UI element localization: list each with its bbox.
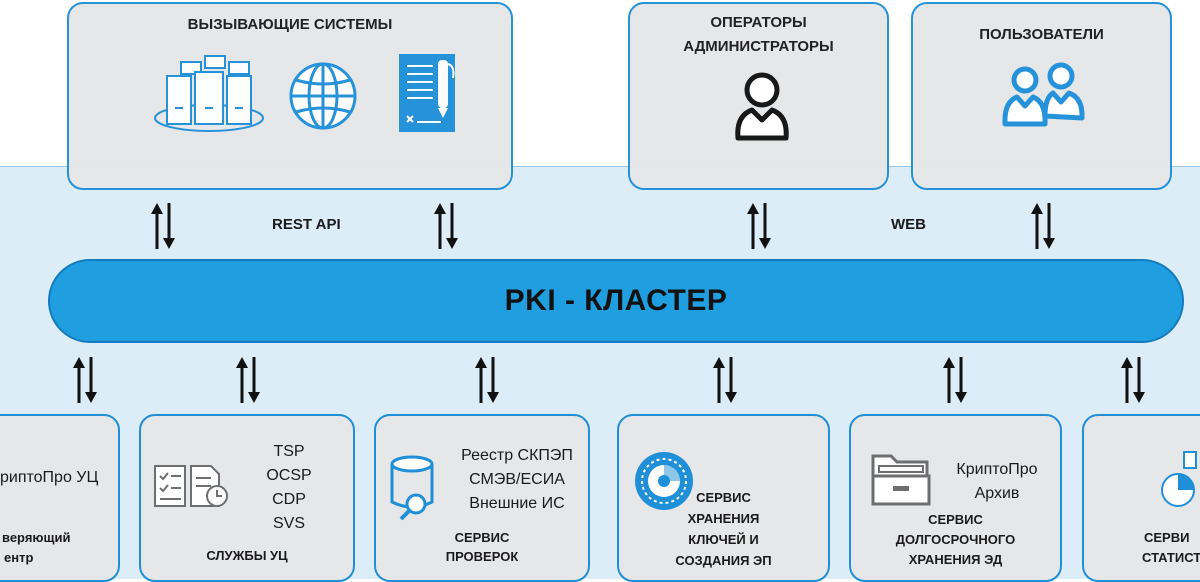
archive-folder-icon <box>871 454 931 506</box>
service-checks-name-line2: ПРОВЕРОК <box>445 549 519 564</box>
service-ca-text: риптоПро УЦ <box>0 469 99 486</box>
service-ca-name-line1: веряющий <box>2 530 71 545</box>
service-ca-services-list-3: SVS <box>272 515 305 532</box>
arrow-callers-left <box>151 203 175 249</box>
service-statistics-name-line2: СТАТИСТ <box>1142 550 1200 565</box>
service-key-storage-name-line3: КЛЮЧЕЙ И <box>688 532 759 547</box>
arrow-operators <box>747 203 771 249</box>
operators-title-line2: АДМИНИСТРАТОРЫ <box>683 38 834 55</box>
service-archive-name-line2: ДОЛГОСРОЧНОГО <box>895 532 1016 547</box>
service-checks-list-1: СМЭВ/ЕСИА <box>469 471 565 488</box>
database-search-icon <box>390 455 434 521</box>
service-archive-list-0: КриптоПро <box>956 461 1038 478</box>
service-statistics-name-line1: СЕРВИ <box>1144 530 1190 545</box>
service-ca-services-name: СЛУЖБЫ УЦ <box>206 548 288 563</box>
server-rack-icon <box>154 55 264 132</box>
service-key-storage-name-line2: ХРАНЕНИЯ <box>687 511 760 526</box>
pki-cluster-label: PKI - КЛАСТЕР <box>504 284 728 317</box>
arrow-service-3 <box>475 357 499 403</box>
users-icon <box>1002 62 1085 127</box>
service-statistics: СЕРВИ СТАТИСТ <box>1082 414 1200 582</box>
calling-systems-title: ВЫЗЫВАЮЩИЕ СИСТЕМЫ <box>187 16 393 33</box>
arrow-service-6 <box>1121 357 1145 403</box>
service-archive-list-1: Архив <box>974 485 1020 502</box>
operators-box: ОПЕРАТОРЫ АДМИНИСТРАТОРЫ <box>628 2 889 190</box>
service-ca-services-list-0: TSP <box>273 443 305 460</box>
service-checks-list-2: Внешние ИС <box>469 495 565 512</box>
arrow-service-2 <box>236 357 260 403</box>
service-archive: КриптоПро Архив СЕРВИС ДОЛГОСРОЧНОГО ХРА… <box>849 414 1062 582</box>
service-checks-name-line1: СЕРВИС <box>454 530 510 545</box>
service-archive-name-line3: ХРАНЕНИЯ ЭД <box>908 552 1003 567</box>
person-icon <box>735 72 789 141</box>
service-ca: риптоПро УЦ веряющий ентр <box>0 414 120 582</box>
arrow-callers-right <box>434 203 458 249</box>
users-box: ПОЛЬЗОВАТЕЛИ <box>911 2 1172 190</box>
service-key-storage-name-line4: СОЗДАНИЯ ЭП <box>675 553 772 568</box>
service-checks: Реестр СКПЭП СМЭВ/ЕСИА Внешние ИС СЕРВИС… <box>374 414 590 582</box>
arrow-service-1 <box>73 357 97 403</box>
rest-api-label: REST API <box>272 216 341 233</box>
service-ca-services-list-2: CDP <box>272 491 306 508</box>
calling-systems-box: ВЫЗЫВАЮЩИЕ СИСТЕМЫ <box>67 2 513 190</box>
globe-icon <box>289 62 357 130</box>
service-key-storage: СЕРВИС ХРАНЕНИЯ КЛЮЧЕЙ И СОЗДАНИЯ ЭП <box>617 414 830 582</box>
operators-title-line1: ОПЕРАТОРЫ <box>710 14 807 31</box>
vault-icon <box>635 452 693 510</box>
arrow-service-5 <box>943 357 967 403</box>
arrow-service-4 <box>713 357 737 403</box>
users-title: ПОЛЬЗОВАТЕЛИ <box>979 26 1104 43</box>
pie-chart-icon <box>1161 451 1197 507</box>
service-ca-services-list-1: OCSP <box>266 467 312 484</box>
service-archive-name-line1: СЕРВИС <box>928 512 983 527</box>
service-key-storage-name-line1: СЕРВИС <box>696 490 751 505</box>
service-ca-services: TSP OCSP CDP SVS СЛУЖБЫ УЦ <box>139 414 355 582</box>
web-label: WEB <box>891 216 926 233</box>
document-pen-icon <box>399 54 455 132</box>
pki-cluster: PKI - КЛАСТЕР <box>48 259 1184 343</box>
service-checks-list-0: Реестр СКПЭП <box>461 447 573 464</box>
service-ca-name-line2: ентр <box>4 550 34 565</box>
checklist-document-icon <box>154 465 228 507</box>
arrow-users <box>1031 203 1055 249</box>
